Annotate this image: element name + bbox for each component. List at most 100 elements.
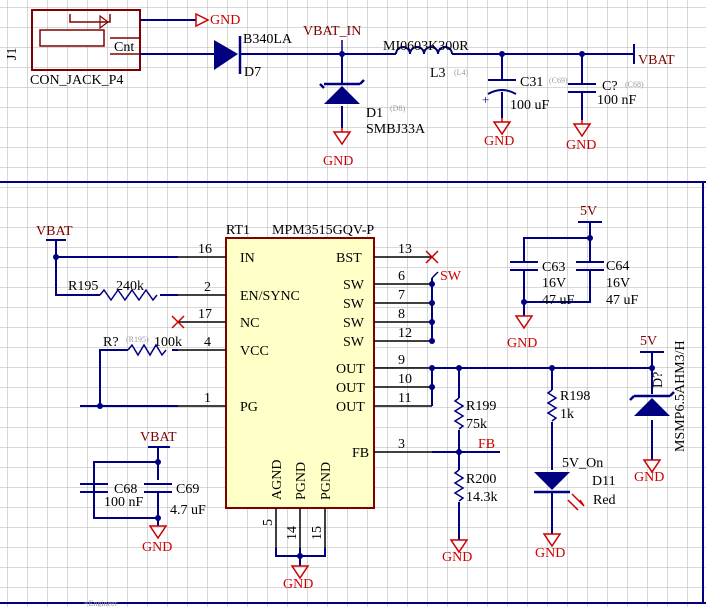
r200-resistor-symbol — [453, 469, 465, 502]
junction-out-9 — [429, 365, 435, 371]
junction-sw-6 — [429, 281, 435, 287]
c69-value: 4.7 uF — [170, 503, 206, 518]
pin-10-num: 10 — [398, 372, 412, 387]
d11-gnd-symbol — [542, 533, 562, 548]
pin-14-num: 14 — [285, 526, 300, 540]
pin-5-name: AGND — [270, 460, 285, 500]
dq-gnd-label: GND — [634, 470, 664, 485]
c31-value: 100 uF — [510, 98, 550, 113]
d1-bar — [319, 79, 365, 89]
c69-gnd-label: GND — [142, 540, 172, 555]
pin-1-num: 1 — [204, 391, 211, 406]
wire-c63-c64 — [523, 222, 591, 316]
j1-value: CON_JACK_P4 — [30, 73, 123, 88]
l3-inductor-symbol — [395, 46, 453, 55]
fb-net-label: FB — [478, 437, 495, 452]
d7-value: B340LA — [243, 32, 293, 47]
v5-label-top: 5V — [580, 204, 597, 219]
ic-gnd-label: GND — [283, 577, 313, 592]
pin-13-num: 13 — [398, 242, 412, 257]
pin-3-num: 3 — [398, 437, 405, 452]
c69-ref: C69 — [176, 482, 199, 497]
d1-tag: (D8) — [390, 104, 405, 113]
pin-2-num: 2 — [204, 280, 211, 295]
pin-13-name: BST — [336, 251, 362, 266]
rq-value: 100k — [154, 335, 182, 350]
vbat-in-label: VBAT_IN — [303, 24, 361, 39]
junction-sw-8 — [429, 319, 435, 325]
c64-ref: C64 — [606, 259, 629, 274]
c69-gnd-symbol — [148, 525, 168, 540]
ic-rt1-body — [225, 237, 375, 509]
pin-4-num: 4 — [204, 335, 211, 350]
pin-11-num: 11 — [398, 391, 411, 406]
r200-gnd-symbol — [449, 539, 469, 554]
r195-resistor-symbol — [99, 288, 158, 302]
junction-gnd-bottom — [297, 553, 303, 559]
pin-7-name: SW — [343, 297, 365, 312]
c68-value: 100 nF — [104, 495, 144, 510]
r200-ref: R200 — [466, 472, 496, 487]
r198-resistor-symbol — [546, 389, 558, 422]
d1-value: SMBJ33A — [366, 122, 426, 137]
pin-12-name: SW — [343, 335, 365, 350]
rq-ref: R? — [103, 335, 119, 350]
pin-4-name: VCC — [240, 344, 269, 359]
l3-value: MI0603K300R — [383, 39, 469, 54]
junction-v5-right — [649, 365, 655, 371]
pin-7-num: 7 — [398, 288, 405, 303]
pin-16-name: IN — [240, 251, 255, 266]
pin-6-name: SW — [343, 278, 365, 293]
nc-mark-17 — [171, 315, 185, 329]
c63-ref: C63 — [542, 260, 565, 275]
pin-1-name: PG — [240, 400, 258, 415]
wire-c68-c69 — [93, 447, 159, 526]
c31-gnd-symbol — [492, 118, 512, 136]
sw-stub — [431, 271, 439, 279]
pin-15-num: 15 — [310, 526, 325, 540]
pin-17-name: NC — [240, 316, 259, 331]
c31-gnd-label: GND — [484, 134, 514, 149]
c31-ref: C31 — [520, 75, 543, 90]
j1-pin-label: Cnt — [114, 40, 134, 55]
cq-tag: (C68) — [625, 80, 644, 89]
pin-17-num: 17 — [198, 307, 212, 322]
d11-ref: D11 — [592, 474, 616, 489]
cq-ref: C? — [602, 79, 618, 94]
v5-label-right: 5V — [640, 334, 657, 349]
pin-8-num: 8 — [398, 307, 405, 322]
c64-value: 47 uF — [606, 293, 639, 308]
r199-value: 75k — [466, 417, 487, 432]
d11-emission-arrows — [567, 493, 585, 511]
pin-5-num: 5 — [261, 519, 276, 526]
dq-ref: D? — [651, 372, 666, 388]
l3-tag: (L4) — [454, 68, 469, 77]
footer-text: =Engineer — [84, 599, 118, 607]
d7-diode-symbol — [214, 40, 238, 70]
r195-value: 240k — [116, 279, 144, 294]
pin-9-name: OUT — [336, 362, 365, 377]
d11-gnd-label: GND — [535, 546, 565, 561]
d11-led-symbol — [534, 472, 570, 490]
sw-net-label: SW — [440, 269, 462, 284]
c64-v: 16V — [606, 276, 630, 291]
c31-plate-bottom — [487, 89, 517, 95]
junction-c63-bottom — [521, 299, 527, 305]
ic-gnd-symbol — [290, 565, 310, 580]
l3-ref: L3 — [430, 66, 446, 81]
cq-value: 100 nF — [597, 93, 637, 108]
junction-fb — [456, 449, 462, 455]
gnd-label-top: GND — [210, 13, 240, 28]
r200-gnd-label: GND — [442, 550, 472, 565]
j1-connector — [31, 9, 141, 71]
junction-c69-top — [155, 459, 161, 465]
r198-ref: R198 — [560, 389, 590, 404]
c63-gnd-symbol — [514, 315, 534, 330]
j1-ref: J1 — [5, 48, 20, 60]
junction-c69-bottom — [155, 515, 161, 521]
rq-resistor-symbol — [127, 343, 167, 357]
c68-ref: C68 — [114, 482, 137, 497]
pin-10-name: OUT — [336, 381, 365, 396]
r199-resistor-symbol — [453, 397, 465, 430]
